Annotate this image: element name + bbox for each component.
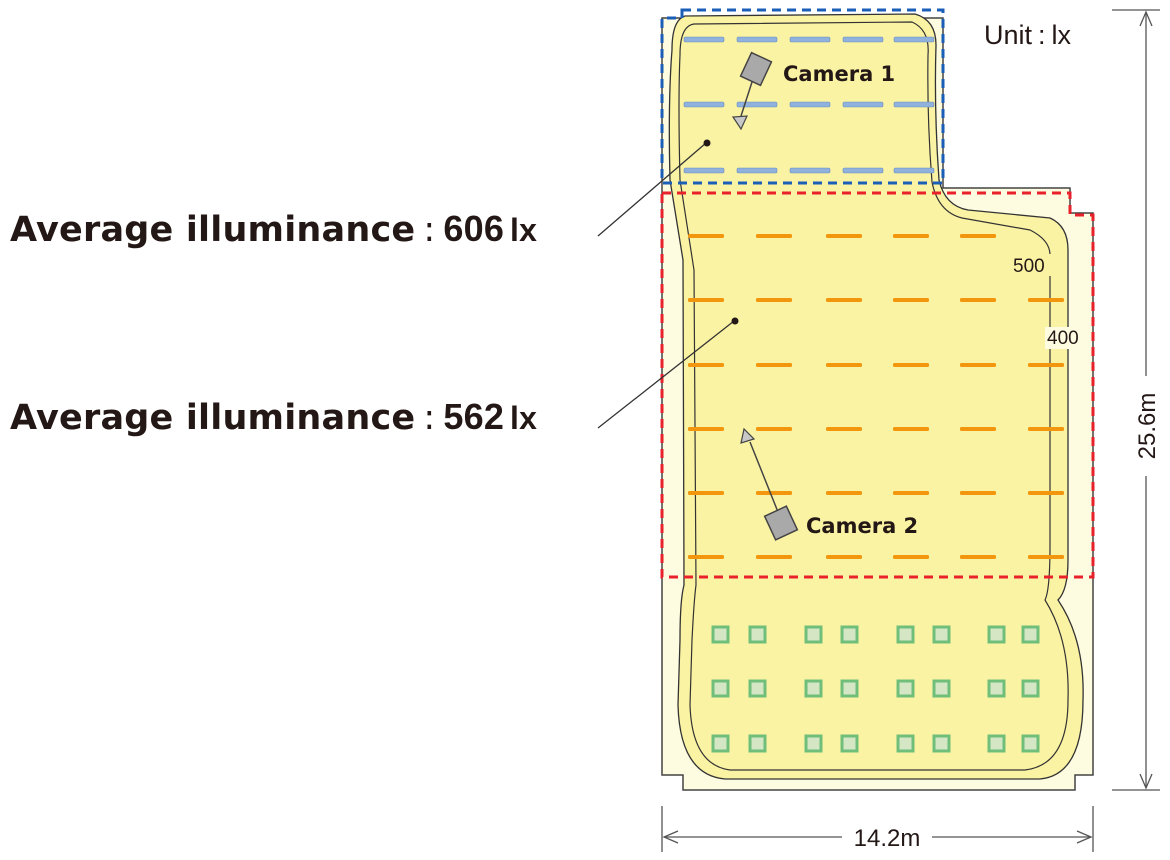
camera-1-icon (739, 51, 773, 87)
callout-unit: lx (510, 400, 538, 436)
callout-separator: : (423, 398, 436, 438)
camera-2-icon (763, 505, 799, 541)
width-dimension-label: 14.2m (854, 825, 921, 852)
unit-note-unit: lx (1051, 20, 1072, 50)
height-dimension-label: 25.6m (1134, 393, 1161, 460)
callout-leader-top (597, 142, 707, 237)
unit-note-separator: : (1038, 20, 1046, 50)
camera-1-label: Camera 1 (783, 62, 895, 86)
callout-value: 606 (443, 208, 505, 249)
camera-2-label: Camera 2 (806, 514, 918, 538)
callout-leader-bottom (597, 320, 735, 429)
callout-point-bottom (731, 317, 739, 325)
mid-luminaire-rows (688, 234, 1064, 559)
callout-unit: lx (510, 212, 538, 248)
callout-separator: : (423, 210, 436, 250)
callout-label: Average illuminance (10, 398, 416, 438)
contour-label-500: 500 (1011, 254, 1057, 277)
width-dimension: 14.2m (661, 806, 1094, 852)
zone-top-border (660, 8, 945, 185)
contour-400-area (668, 13, 1084, 780)
callout-value: 562 (443, 396, 505, 437)
contour-label-400: 400 (1045, 327, 1091, 349)
height-dimension: 25.6m (1112, 9, 1162, 791)
callout-label: Average illuminance (10, 210, 416, 250)
unit-note-label: Unit (984, 20, 1033, 50)
zone-bottom-border (660, 191, 1095, 579)
contour-500-line (678, 21, 1069, 771)
camera-2: Camera 2 (740, 427, 918, 541)
bottom-luminaire-grid (711, 625, 1040, 753)
svg-text:400: 400 (1047, 328, 1079, 349)
svg-text:500: 500 (1013, 256, 1045, 277)
unit-note: Unit:lx (984, 20, 1071, 51)
callout-point-top (703, 139, 711, 147)
top-luminaire-rows (683, 36, 935, 174)
camera-1: Camera 1 (731, 51, 895, 131)
